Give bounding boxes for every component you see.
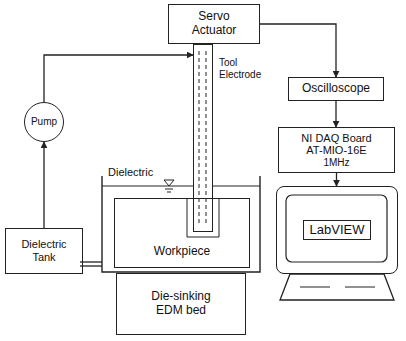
node-text: NI DAQ Board [301, 132, 371, 145]
node-text: Dielectric Tank [13, 238, 75, 263]
machine-bed: Die-sinking EDM bed [116, 273, 246, 335]
node-text: Die-sinking EDM bed [141, 290, 221, 318]
level-symbol [165, 189, 173, 190]
node-text: LabVIEW [303, 220, 372, 241]
level-symbol [164, 180, 174, 186]
connector-arrow [43, 142, 44, 228]
level-symbol [167, 192, 171, 193]
node-text: Oscilloscope [302, 82, 370, 96]
medium-label: Dielectric [108, 166, 153, 179]
node-text: Workpiece [154, 245, 210, 259]
connector-arrow [335, 101, 336, 127]
pump-circle: Pump [24, 102, 64, 142]
computer-monitor: LabVIEW [276, 186, 398, 274]
connector-arrow [44, 55, 193, 102]
node-text: AT-MIO-16E [306, 144, 366, 157]
internal-flow [194, 45, 212, 231]
actuator-box: Servo Actuator [168, 4, 260, 44]
dielectric-level [102, 186, 260, 187]
return-pipe [80, 265, 102, 266]
node-text: Pump [31, 116, 57, 128]
instrument-box: Oscilloscope [288, 77, 384, 101]
computer-base [280, 274, 394, 300]
tool-electrode: Tool Electrode [193, 44, 213, 232]
node-text: Servo Actuator [182, 10, 246, 38]
daq-board-box: NI DAQ BoardAT-MIO-16E1MHz [278, 127, 395, 173]
return-pipe [80, 261, 102, 262]
node-text: Tool Electrode [219, 57, 267, 80]
drive-slot [300, 287, 330, 288]
connector-arrow [336, 173, 337, 186]
node-text: 1MHz [323, 157, 349, 169]
drive-slot [345, 287, 375, 288]
tank-box: Dielectric Tank [5, 228, 83, 274]
connector-arrow [260, 24, 336, 77]
tank-wall [102, 176, 260, 272]
workpiece-block: Workpiece [114, 198, 250, 268]
